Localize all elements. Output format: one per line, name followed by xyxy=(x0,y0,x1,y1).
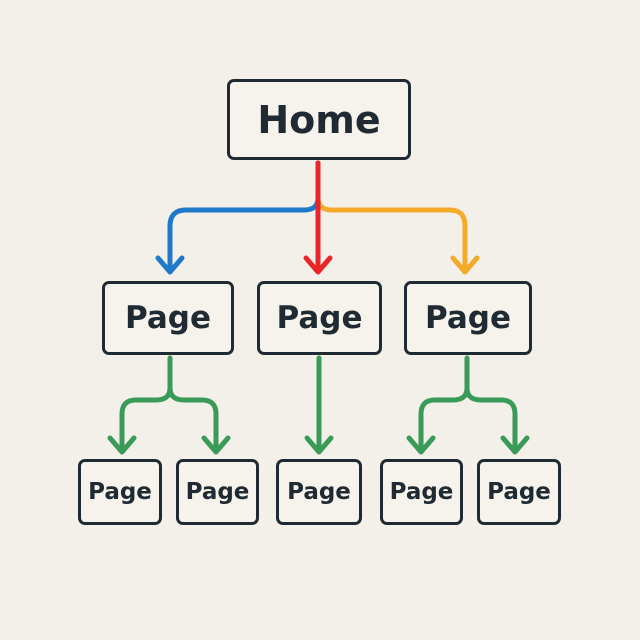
home-node-label: Home xyxy=(257,97,381,142)
page-node-label: Page xyxy=(124,299,212,336)
page-node-level2-4: Page xyxy=(380,459,463,525)
connector-home-to-page-left xyxy=(167,160,321,273)
page-node-label: Page xyxy=(287,478,351,505)
connector-page-left-to-children xyxy=(119,355,219,453)
arrowhead-page-left-child-1 xyxy=(107,435,137,455)
arrowhead-page-center-child xyxy=(304,435,334,455)
page-node-level2-3: Page xyxy=(276,459,362,525)
page-node-level1-center: Page xyxy=(257,281,382,355)
page-node-label: Page xyxy=(185,478,250,505)
page-node-label: Page xyxy=(389,478,454,505)
page-node-label: Page xyxy=(276,299,363,336)
page-node-label: Page xyxy=(88,478,152,505)
connector-page-right-to-children xyxy=(418,355,518,453)
page-node-level2-2: Page xyxy=(176,459,259,525)
page-node-level1-left: Page xyxy=(102,281,234,355)
page-node-level2-1: Page xyxy=(78,459,162,525)
page-node-label: Page xyxy=(424,299,512,336)
arrowhead-home-to-page-center xyxy=(303,255,333,275)
arrowhead-page-right-child-2 xyxy=(500,435,530,455)
connector-home-to-page-right xyxy=(315,195,468,273)
page-node-label: Page xyxy=(487,478,551,505)
arrowhead-home-to-page-right xyxy=(450,255,480,275)
arrowhead-page-left-child-2 xyxy=(201,435,231,455)
home-node: Home xyxy=(227,79,411,160)
page-node-level1-right: Page xyxy=(404,281,532,355)
arrowhead-home-to-page-left xyxy=(155,255,185,275)
arrowhead-page-right-child-1 xyxy=(406,435,436,455)
page-node-level2-5: Page xyxy=(477,459,561,525)
